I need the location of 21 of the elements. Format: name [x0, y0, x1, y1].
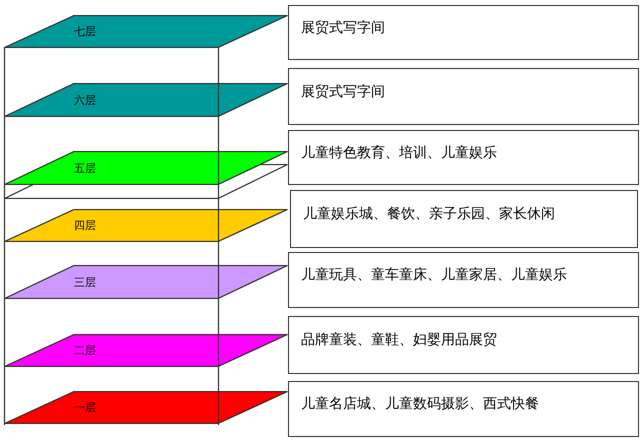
- floor-description: 儿童特色教育、培训、儿童娱乐: [301, 144, 498, 162]
- floor-description: 展贸式写字间: [301, 84, 386, 102]
- floor-label: 七层: [74, 26, 96, 37]
- floor-label: 五层: [74, 162, 96, 174]
- text-box: [288, 316, 639, 374]
- floor-label: 六层: [74, 94, 96, 106]
- text-box: [288, 68, 639, 125]
- floor-description: 儿童玩具、童车童床、儿童家居、儿童娱乐: [301, 267, 568, 285]
- text-box: [288, 130, 639, 185]
- floor-description: 儿童名店城、儿童数码摄影、西式快餐: [301, 396, 540, 414]
- text-box: [290, 190, 638, 248]
- floor-label: 三层: [74, 276, 96, 288]
- text-box: [288, 5, 639, 60]
- floor-label: 二层: [74, 345, 96, 356]
- floor-label: 四层: [74, 220, 96, 231]
- text-box: [288, 252, 639, 308]
- floor-description: 品牌童装、童鞋、妇婴用品展贸: [301, 332, 498, 350]
- text-box: [288, 381, 639, 437]
- floor-description: 展贸式写字间: [301, 20, 386, 38]
- floor-label: 一层: [74, 402, 96, 413]
- floor-description: 儿童娱乐城、餐饮、亲子乐园、家长休闲: [303, 206, 556, 224]
